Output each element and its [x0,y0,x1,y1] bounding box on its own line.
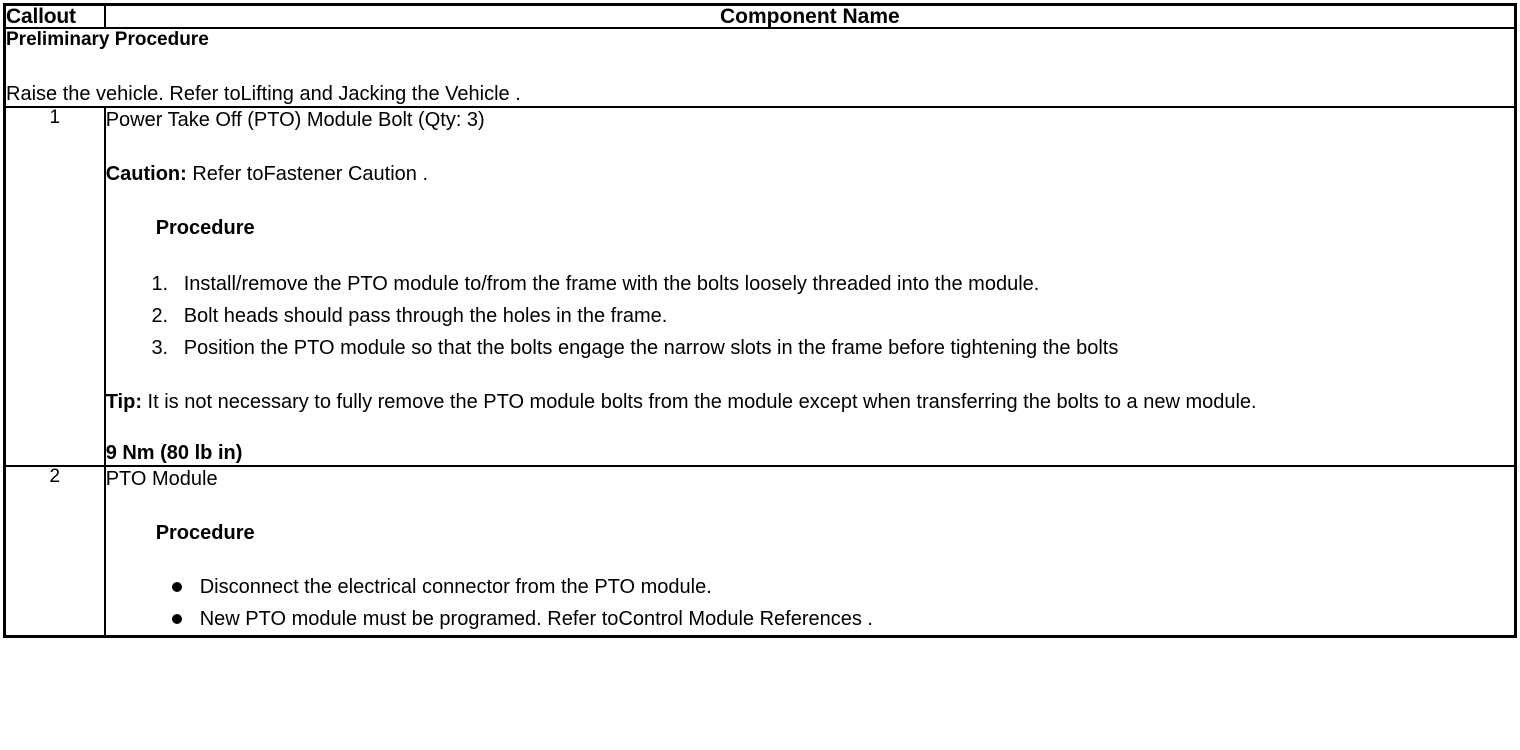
column-header-callout: Callout [3,3,106,29]
tip-note: Tip: It is not necessary to fully remove… [106,390,1466,415]
caution-text: Refer toFastener Caution . [186,162,429,185]
procedure-step: Install/remove the PTO module to/from th… [174,268,1514,300]
table-body: Preliminary Procedure Raise the vehicle.… [3,27,1517,638]
table-header: Callout Component Name [3,3,1517,29]
procedure-bullet: Disconnect the electrical connector from… [171,571,1514,603]
component-cell-2: PTO Module Procedure Disconnect the elec… [103,464,1517,638]
caution-note: Caution: Refer toFastener Caution . [106,162,1514,186]
table-header-row: Callout Component Name [3,3,1517,29]
preliminary-procedure-title: Preliminary Procedure [6,29,209,50]
tip-label: Tip: [105,390,142,413]
procedure-heading-2: Procedure [155,521,255,544]
table-row: 2 PTO Module Procedure Disconnect the el… [3,464,1517,638]
component-cell-1: Power Take Off (PTO) Module Bolt (Qty: 3… [103,105,1517,467]
component-title-1: Power Take Off (PTO) Module Bolt (Qty: 3… [105,108,485,131]
column-header-component-name: Component Name [103,3,1517,29]
procedure-step: Position the PTO module so that the bolt… [174,332,1514,364]
table-row: 1 Power Take Off (PTO) Module Bolt (Qty:… [3,105,1517,467]
torque-specification: 9 Nm (80 lb in) [105,441,243,464]
procedure-bullet-list: Disconnect the electrical connector from… [106,571,1514,635]
procedure-step-list: Install/remove the PTO module to/from th… [106,268,1514,364]
preliminary-procedure-cell: Preliminary Procedure Raise the vehicle.… [3,27,1517,108]
tip-text: It is not necessary to fully remove the … [141,390,1257,413]
callout-number-1: 1 [3,105,106,467]
callout-number-2: 2 [3,464,106,638]
procedure-step: Bolt heads should pass through the holes… [174,300,1514,332]
procedure-heading-1: Procedure [155,216,255,239]
preliminary-procedure-text: Raise the vehicle. Refer toLifting and J… [6,82,521,105]
preliminary-procedure-row: Preliminary Procedure Raise the vehicle.… [3,27,1517,108]
caution-label: Caution: [105,162,187,185]
component-table: Callout Component Name Preliminary Proce… [3,3,1517,638]
procedure-bullet: New PTO module must be programed. Refer … [171,603,1514,635]
component-title-2: PTO Module [105,467,218,490]
